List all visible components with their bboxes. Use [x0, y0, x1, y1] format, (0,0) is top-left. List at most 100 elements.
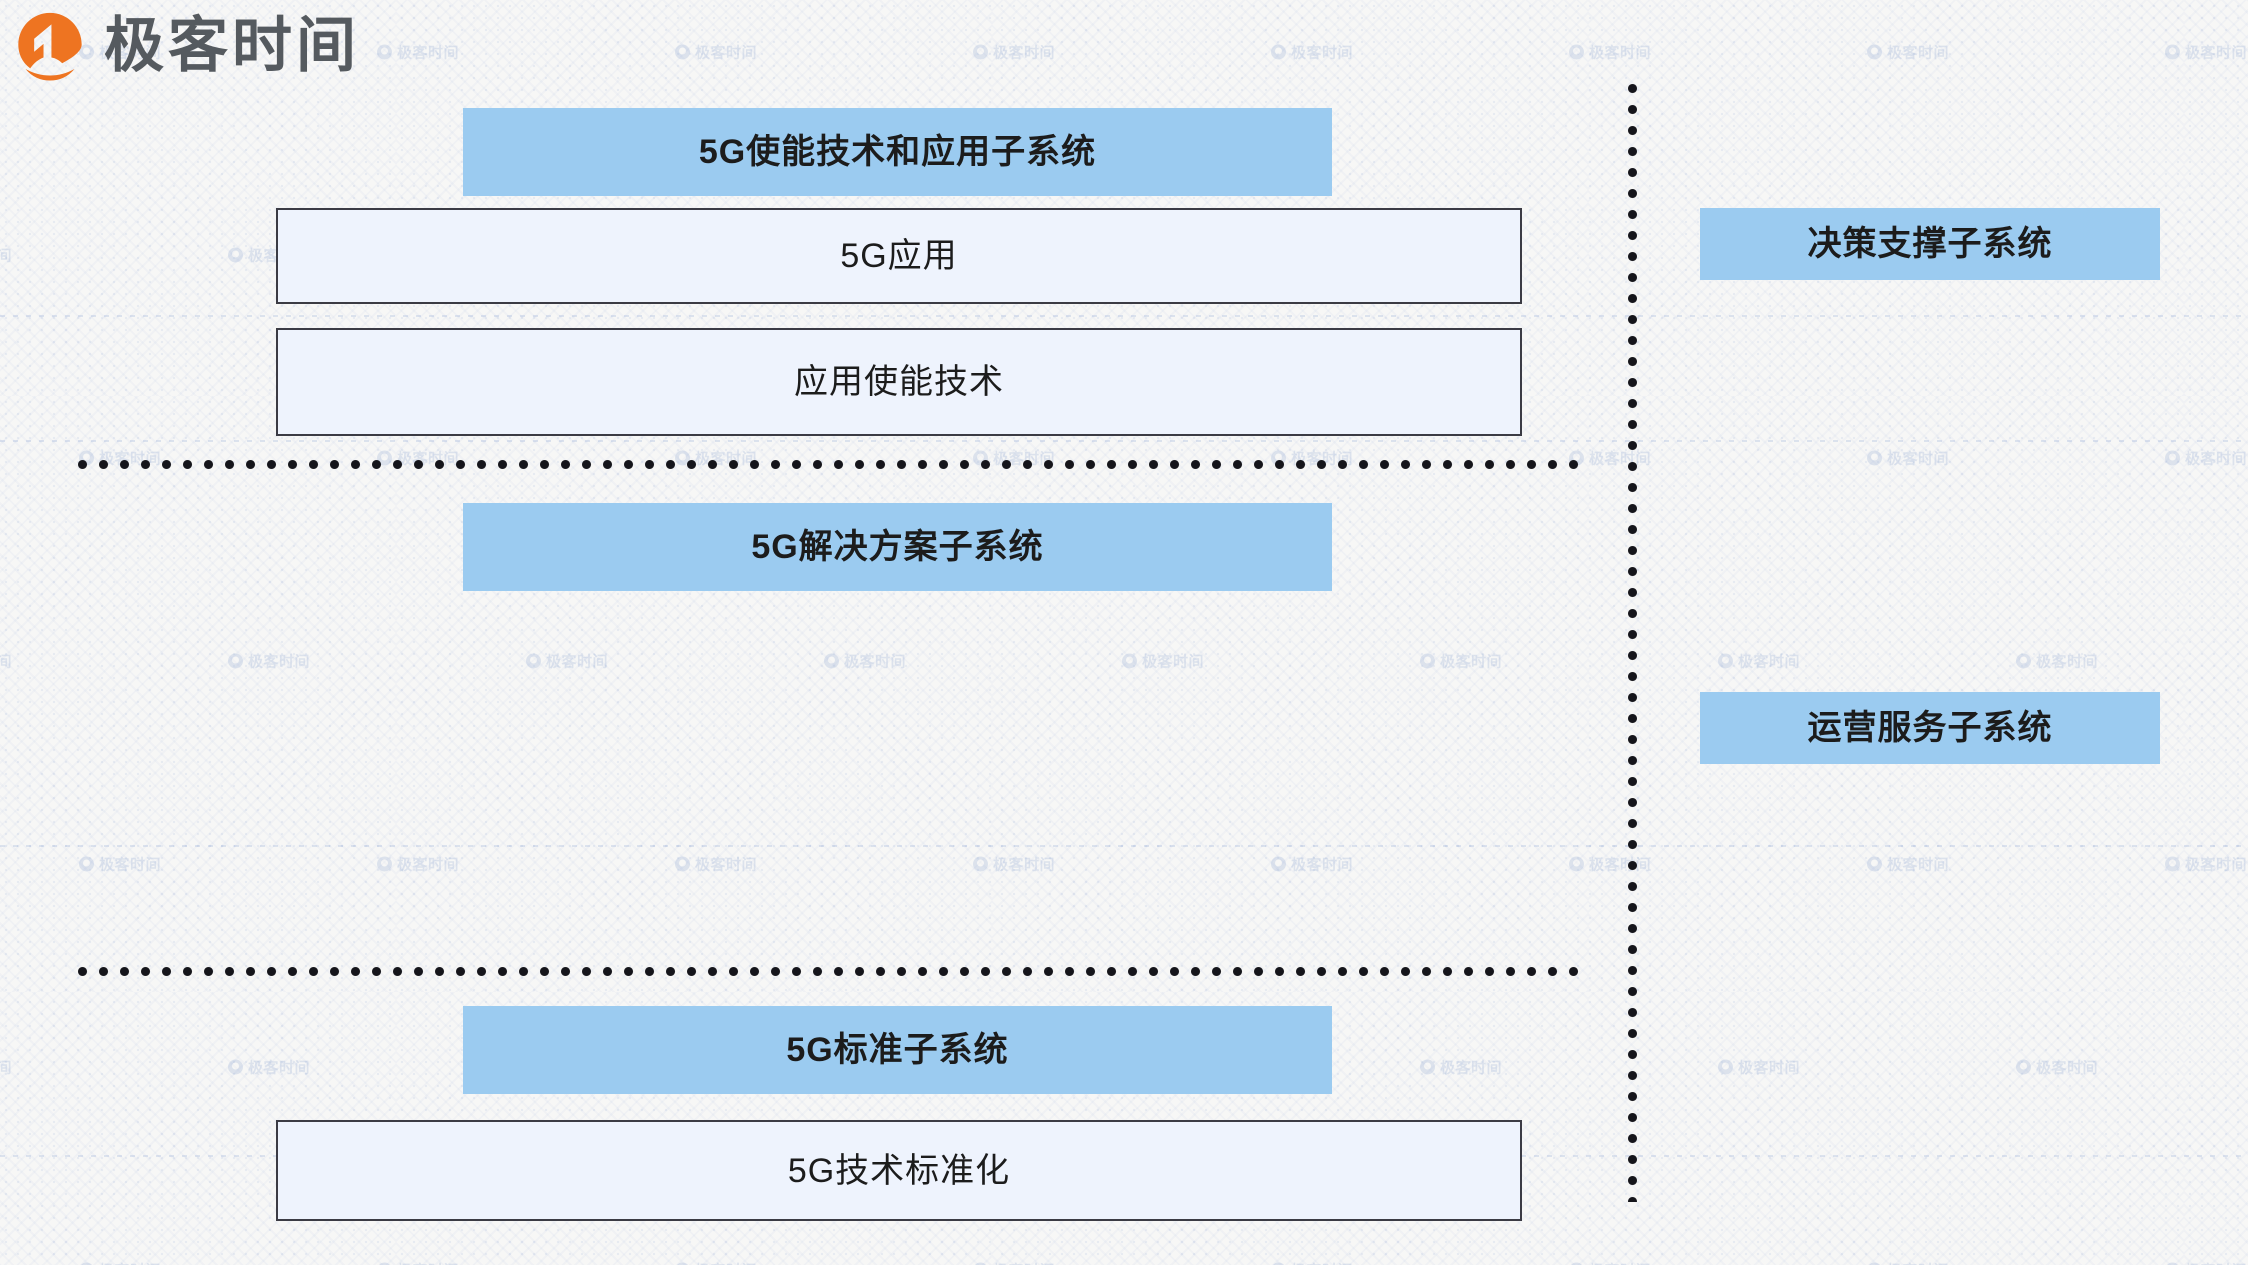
block-label: 5G标准子系统	[786, 1031, 1009, 1069]
watermark-text: 极客时间	[1141, 653, 1205, 671]
watermark-mark: 极客时间	[2015, 651, 2099, 672]
watermark-text: 极客时间	[993, 1260, 1055, 1265]
block-standard-subsystem[interactable]: 5G标准子系统	[463, 1006, 1332, 1094]
watermark-logo-icon	[227, 1059, 243, 1075]
watermark-mark: 极客时间	[1419, 1057, 1502, 1078]
watermark-text: 极客时间	[2035, 1059, 2099, 1077]
watermark-mark: 极客时间	[674, 854, 758, 875]
watermark-logo-icon	[376, 856, 392, 872]
watermark-text: 极客时间	[396, 856, 460, 874]
watermark-text: 极客时间	[0, 247, 13, 265]
watermark-mark: 极客时间	[1568, 42, 1652, 63]
watermark-text: 极客时间	[1886, 450, 1950, 468]
watermark-text: 极客时间	[1737, 1059, 1801, 1077]
watermark-text: 极客时间	[694, 856, 758, 874]
watermark-mark: 极客时间	[376, 854, 460, 875]
watermark-logo-icon	[227, 247, 243, 263]
watermark-logo-icon	[525, 653, 541, 669]
watermark-logo-icon	[1568, 44, 1584, 60]
block-label: 5G使能技术和应用子系统	[698, 133, 1097, 171]
watermark-logo-icon	[1866, 856, 1882, 872]
watermark-text: 极客时间	[1887, 1260, 1949, 1265]
watermark-rule	[0, 440, 2248, 442]
watermark-mark: 极客时间	[674, 1260, 757, 1265]
watermark-text: 极客时间	[992, 44, 1056, 62]
watermark-mark: 极客时间	[1270, 42, 1354, 63]
watermark-text: 极客时间	[99, 1260, 161, 1265]
block-5g-application[interactable]: 5G应用	[276, 208, 1522, 304]
watermark-text: 极客时间	[98, 856, 162, 874]
block-enabling-tech-app-subsystem[interactable]: 5G使能技术和应用子系统	[463, 108, 1332, 196]
watermark-mark: 极客时间	[1866, 448, 1950, 469]
watermark-mark: 极客时间	[972, 1260, 1055, 1265]
watermark-mark: 极客时间	[1121, 651, 1205, 672]
watermark-mark: 极客时间	[525, 651, 609, 672]
block-label: 5G应用	[840, 237, 958, 275]
watermark-logo-icon	[2164, 450, 2180, 466]
watermark-mark: 极客时间	[2164, 448, 2248, 469]
watermark-logo-icon	[972, 856, 988, 872]
watermark-logo-icon	[2164, 856, 2180, 872]
block-label: 5G技术标准化	[787, 1151, 1011, 1190]
watermark-mark: 极客时间	[0, 245, 12, 266]
watermark-mark: 极客时间	[0, 651, 12, 672]
watermark-text: 极客时间	[992, 856, 1056, 874]
watermark-text: 极客时间	[1290, 44, 1354, 62]
watermark-text: 极客时间	[397, 1260, 459, 1265]
block-decision-support-subsystem[interactable]: 决策支撑子系统	[1700, 208, 2160, 280]
watermark-logo-icon	[1717, 653, 1733, 669]
block-application-enabling-tech[interactable]: 应用使能技术	[276, 328, 1522, 436]
watermark-mark: 极客时间	[376, 42, 459, 63]
horizontal-dotted-divider-upper	[78, 460, 1590, 469]
block-operation-service-subsystem[interactable]: 运营服务子系统	[1700, 692, 2160, 764]
watermark-logo-icon	[823, 653, 839, 669]
watermark-mark: 极客时间	[2164, 854, 2247, 875]
watermark-logo-icon	[2164, 44, 2180, 60]
watermark-mark: 极客时间	[1568, 854, 1652, 875]
watermark-text: 极客时间	[2035, 653, 2099, 671]
watermark-text: 极客时间	[2184, 44, 2248, 62]
watermark-mark: 极客时间	[78, 854, 162, 875]
watermark-text: 极客时间	[695, 1260, 757, 1265]
watermark-mark: 极客时间	[1717, 651, 1801, 672]
watermark-mark: 极客时间	[972, 854, 1056, 875]
watermark-text: 极客时间	[1737, 653, 1801, 671]
watermark-logo-icon	[1419, 653, 1435, 669]
horizontal-dotted-divider-lower	[78, 967, 1590, 976]
watermark-mark: 极客时间	[1419, 651, 1502, 672]
watermark-mark: 极客时间	[227, 1057, 311, 1078]
geektime-logo-icon	[18, 12, 82, 81]
watermark-logo-icon	[1270, 856, 1286, 872]
watermark-logo-icon	[2015, 653, 2031, 669]
watermark-mark: 极客时间	[2015, 1057, 2099, 1078]
watermark-logo-icon	[1270, 44, 1286, 60]
watermark-text: 极客时间	[545, 653, 609, 671]
watermark-mark: 极客时间	[1866, 42, 1950, 63]
block-5g-tech-standardization[interactable]: 5G技术标准化	[276, 1120, 1522, 1221]
watermark-text: 极客时间	[2184, 450, 2248, 468]
watermark-text: 极客时间	[247, 1059, 311, 1077]
vertical-dotted-divider	[1628, 84, 1637, 1202]
watermark-mark: 极客时间	[1717, 1057, 1801, 1078]
watermark-text: 极客时间	[1290, 856, 1354, 874]
watermark-mark: 极客时间	[376, 1260, 459, 1265]
watermark-logo-icon	[1866, 450, 1882, 466]
watermark-text: 极客时间	[1588, 856, 1652, 874]
watermark-text: 极客时间	[1589, 1260, 1651, 1265]
watermark-logo-icon	[674, 856, 690, 872]
block-label: 5G解决方案子系统	[751, 528, 1044, 566]
watermark-text: 极客时间	[247, 653, 311, 671]
brand-header: 极客时间	[14, 10, 360, 82]
watermark-text: 极客时间	[0, 1059, 13, 1077]
watermark-mark: 极客时间	[2164, 1260, 2247, 1265]
watermark-text: 极客时间	[1588, 44, 1652, 62]
watermark-text: 极客时间	[1886, 44, 1950, 62]
watermark-mark: 极客时间	[972, 42, 1056, 63]
block-solution-subsystem[interactable]: 5G解决方案子系统	[463, 503, 1332, 591]
block-label: 应用使能技术	[794, 363, 1004, 401]
block-label: 决策支撑子系统	[1807, 225, 2053, 263]
watermark-text: 极客时间	[843, 653, 907, 671]
watermark-mark: 极客时间	[674, 42, 757, 63]
watermark-mark: 极客时间	[227, 651, 311, 672]
